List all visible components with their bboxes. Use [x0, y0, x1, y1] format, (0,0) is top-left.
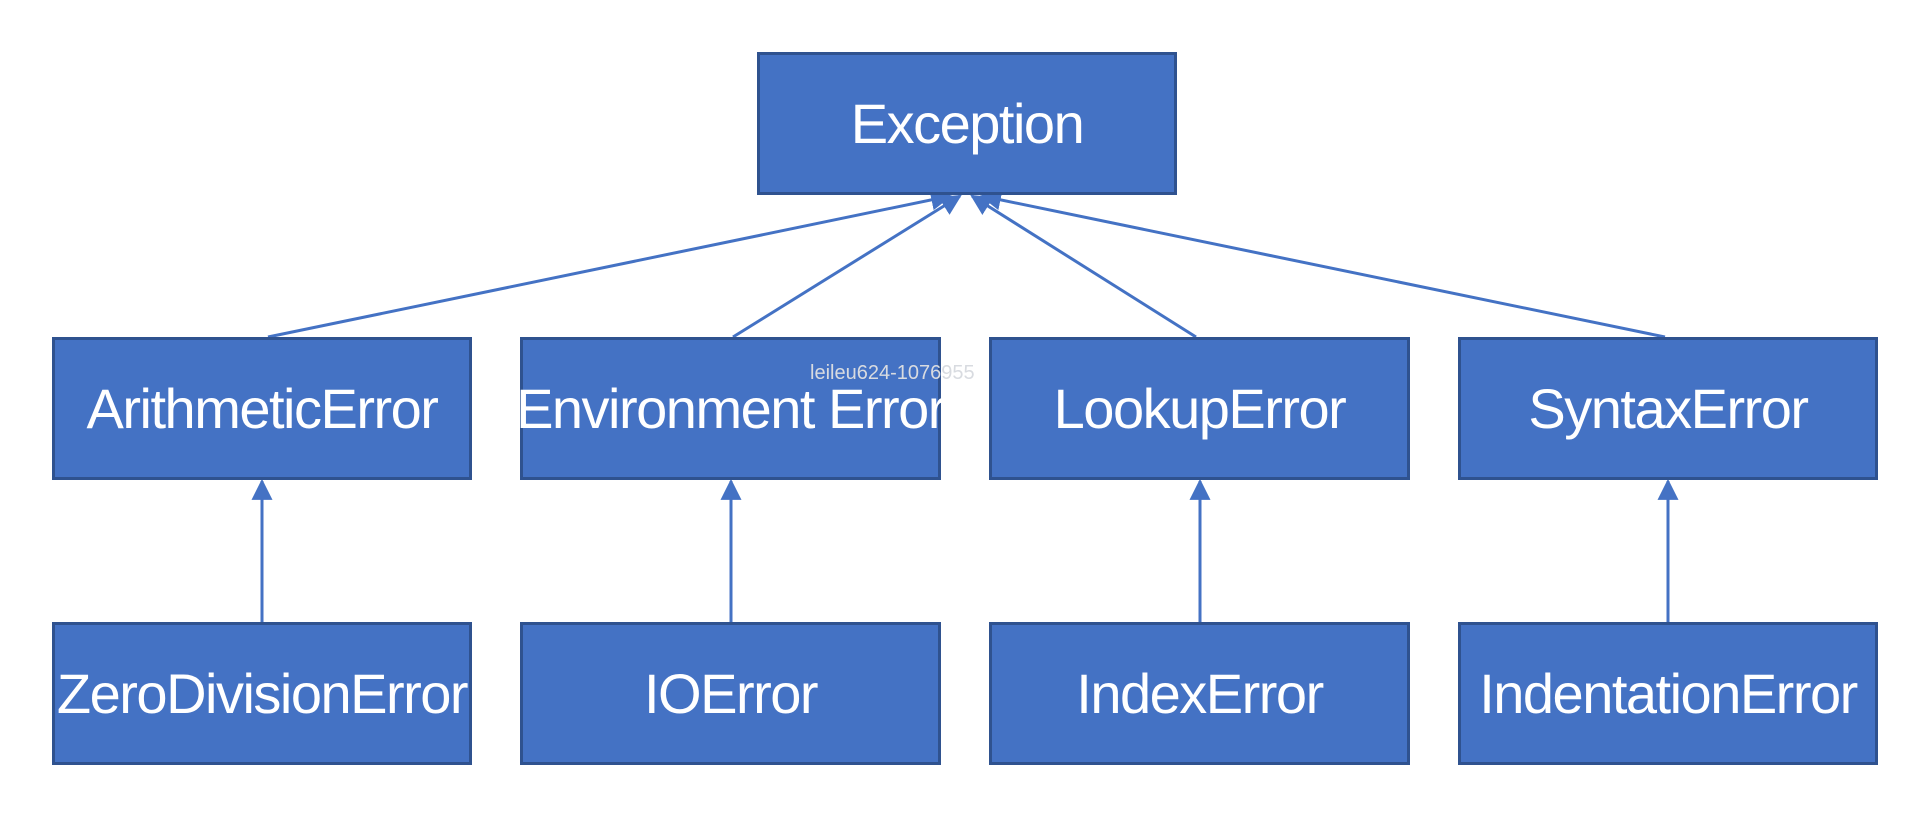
node-indentationerror: IndentationError	[1458, 622, 1878, 765]
node-indexerror-label: IndexError	[1076, 662, 1324, 725]
edge-syntaxerror-to-exception	[979, 189, 1666, 339]
node-environmenterror-label: Environment Error	[516, 377, 946, 440]
node-zerodivisionerror-label: ZeroDivisionError	[56, 662, 469, 725]
watermark-text: leileu624-1076955	[810, 362, 975, 384]
edge-lookuperror-to-exception	[970, 194, 1197, 339]
node-exception: Exception	[757, 52, 1177, 195]
node-ioerror: IOError	[520, 622, 941, 765]
node-indentationerror-label: IndentationError	[1479, 662, 1858, 725]
node-arithmeticerror: ArithmeticError	[52, 337, 472, 480]
node-zerodivisionerror: ZeroDivisionError	[52, 622, 472, 765]
node-indexerror: IndexError	[989, 622, 1410, 765]
node-syntaxerror: SyntaxError	[1458, 337, 1878, 480]
edge-environmenterror-to-exception	[732, 194, 962, 339]
node-ioerror-label: IOError	[643, 662, 819, 725]
node-exception-label: Exception	[850, 92, 1085, 155]
node-syntaxerror-label: SyntaxError	[1528, 377, 1809, 440]
edge-arithmeticerror-to-exception	[267, 189, 953, 339]
node-lookuperror: LookupError	[989, 337, 1410, 480]
node-environmenterror: Environment Error	[516, 337, 946, 480]
node-arithmeticerror-label: ArithmeticError	[86, 377, 439, 440]
node-lookuperror-label: LookupError	[1053, 377, 1347, 440]
